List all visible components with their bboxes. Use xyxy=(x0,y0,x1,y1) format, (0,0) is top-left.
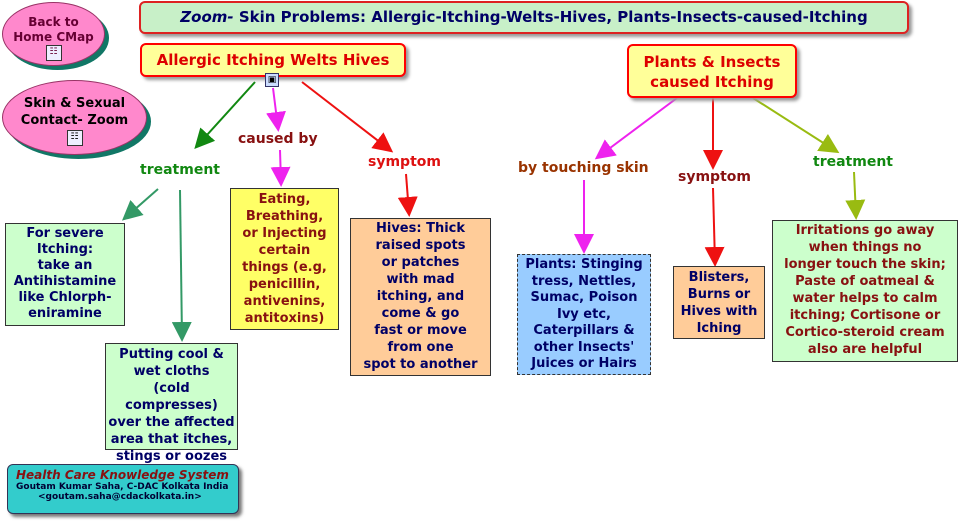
text-line: itching; Cortisone or xyxy=(789,308,941,323)
allergic-hub-label: Allergic Itching Welts Hives xyxy=(156,51,390,69)
text-line: Putting cool & xyxy=(119,347,224,362)
arrow-treatment-to-irritations xyxy=(845,171,866,220)
footer-email[interactable]: <goutam.saha@cdackolkata.in> xyxy=(38,492,202,502)
text-line: Paste of oatmeal & xyxy=(795,274,935,289)
text-line: other Insects' xyxy=(533,339,635,355)
text-line: Cortico-steroid cream xyxy=(785,325,945,340)
text-line: antitoxins) xyxy=(244,311,325,326)
plants-hub-line-2: caused Itching xyxy=(650,73,774,91)
page-title: Zoom- Skin Problems: Allergic-Itching-We… xyxy=(139,1,909,34)
text-line: when things no xyxy=(808,240,922,255)
text-line: (cold compresses) xyxy=(125,381,218,413)
text-line: Iching xyxy=(696,321,742,336)
link-symptom-right: symptom xyxy=(678,169,751,185)
text-line: spot to another xyxy=(363,357,478,372)
plants-hub-line-1: Plants & Insects xyxy=(643,53,781,71)
arrow-plants-to-touching xyxy=(594,97,678,160)
arrow-hub-to-caused-by xyxy=(266,87,286,132)
text-line: with mad xyxy=(386,272,455,287)
link-caused-by: caused by xyxy=(238,131,318,147)
arrow-hub-to-treatment xyxy=(194,81,256,149)
back-home-button[interactable]: Back to Home CMap ☷ xyxy=(2,2,105,66)
text-line: Itching: xyxy=(36,242,94,257)
link-treatment-right: treatment xyxy=(813,154,893,170)
arrow-hub-to-symptom xyxy=(301,81,394,153)
arrow-symptom-to-blisters xyxy=(704,187,725,267)
footer-author: Goutam Kumar Saha, C-DAC Kolkata India xyxy=(16,482,229,492)
text-line: Caterpillars & xyxy=(533,323,635,338)
text-line: Ivy etc, xyxy=(557,306,611,322)
text-line: longer touch the skin; xyxy=(784,257,946,272)
link-by-touching: by touching skin xyxy=(518,160,649,176)
text-line: also are helpful xyxy=(807,342,923,357)
text-line: antivenins, xyxy=(243,294,326,309)
text-line: like Chlorph- xyxy=(18,290,112,305)
skin-sexual-line-2: Contact- Zoom xyxy=(20,113,129,128)
cmap-icon[interactable]: ☷ xyxy=(66,129,83,146)
back-home-line-1: Back to xyxy=(28,15,79,29)
text-line: Antihistamine xyxy=(13,274,117,289)
footer-title: Health Care Knowledge System xyxy=(16,468,229,482)
arrow-symptom-to-hives xyxy=(397,173,418,217)
footer-credit: Health Care Knowledge System Goutam Kuma… xyxy=(7,464,239,514)
skin-sexual-zoom-button[interactable]: Skin & Sexual Contact- Zoom ☷ xyxy=(2,80,147,155)
text-line: Eating, xyxy=(258,192,311,207)
concept-irritations: Irritations go away when things no longe… xyxy=(772,220,958,362)
concept-hives: Hives: Thick raised spots or patches wit… xyxy=(350,218,491,376)
text-line: take an xyxy=(37,258,93,273)
text-line: certain xyxy=(258,243,311,258)
arrow-treatment-to-cool xyxy=(171,189,192,342)
text-line: over the affected xyxy=(108,415,235,430)
concept-plants-list: Plants: Stinging tress, Nettles, Sumac, … xyxy=(517,254,651,375)
text-line: stings or oozes xyxy=(115,449,228,464)
text-line: eniramine xyxy=(28,306,102,321)
text-line: wet cloths xyxy=(133,364,210,379)
text-line: Blisters, xyxy=(688,270,750,285)
title-text: Skin Problems: Allergic-Itching-Welts-Hi… xyxy=(238,8,868,26)
concept-severe-itching: For severe Itching: take an Antihistamin… xyxy=(5,223,125,326)
link-treatment-left: treatment xyxy=(140,162,220,178)
link-symptom-left: symptom xyxy=(368,154,441,170)
text-line: Burns or xyxy=(687,287,751,302)
text-line: or patches xyxy=(381,255,460,270)
text-line: penicillin, xyxy=(248,277,321,292)
text-line: Sumac, Poison xyxy=(530,290,638,305)
text-line: itching, and xyxy=(376,289,465,304)
concept-cool-cloths: Putting cool & wet cloths (cold compress… xyxy=(105,343,238,464)
text-line: Hives: Thick xyxy=(375,221,466,236)
text-line: Breathing, xyxy=(245,209,324,224)
text-line: fast or move xyxy=(374,323,467,338)
cmap-icon[interactable]: ☷ xyxy=(45,45,62,61)
concept-blisters: Blisters, Burns or Hives with Iching xyxy=(673,266,765,339)
concept-eating: Eating, Breathing, or Injecting certain … xyxy=(230,188,339,330)
text-line: Plants: Stinging xyxy=(525,257,643,272)
text-line: tress, Nettles, xyxy=(531,273,637,289)
back-home-line-2: Home CMap xyxy=(13,30,94,44)
text-line: For severe xyxy=(26,226,104,241)
text-line: water helps to calm xyxy=(792,291,938,306)
arrow-plants-to-treatment xyxy=(752,97,840,154)
text-line: from one xyxy=(387,340,454,355)
text-line: area that itches, xyxy=(110,432,233,447)
allergic-hub: Allergic Itching Welts Hives xyxy=(140,43,406,77)
text-line: things (e.g, xyxy=(242,260,327,275)
text-line: Juices or Hairs xyxy=(531,356,637,371)
text-line: Hives with xyxy=(680,304,758,319)
plants-hub: Plants & Insects caused Itching xyxy=(627,44,797,98)
text-line: Irritations go away xyxy=(795,223,935,238)
text-line: come & go xyxy=(381,306,460,321)
text-line: or Injecting xyxy=(242,226,327,241)
text-line: raised spots xyxy=(375,238,466,253)
title-prefix: Zoom- xyxy=(180,8,234,26)
image-icon[interactable]: ▣ xyxy=(265,73,279,87)
arrow-caused-by-to-eating xyxy=(270,149,291,187)
skin-sexual-line-1: Skin & Sexual xyxy=(23,96,126,111)
arrow-treatment-to-severe xyxy=(121,188,159,221)
